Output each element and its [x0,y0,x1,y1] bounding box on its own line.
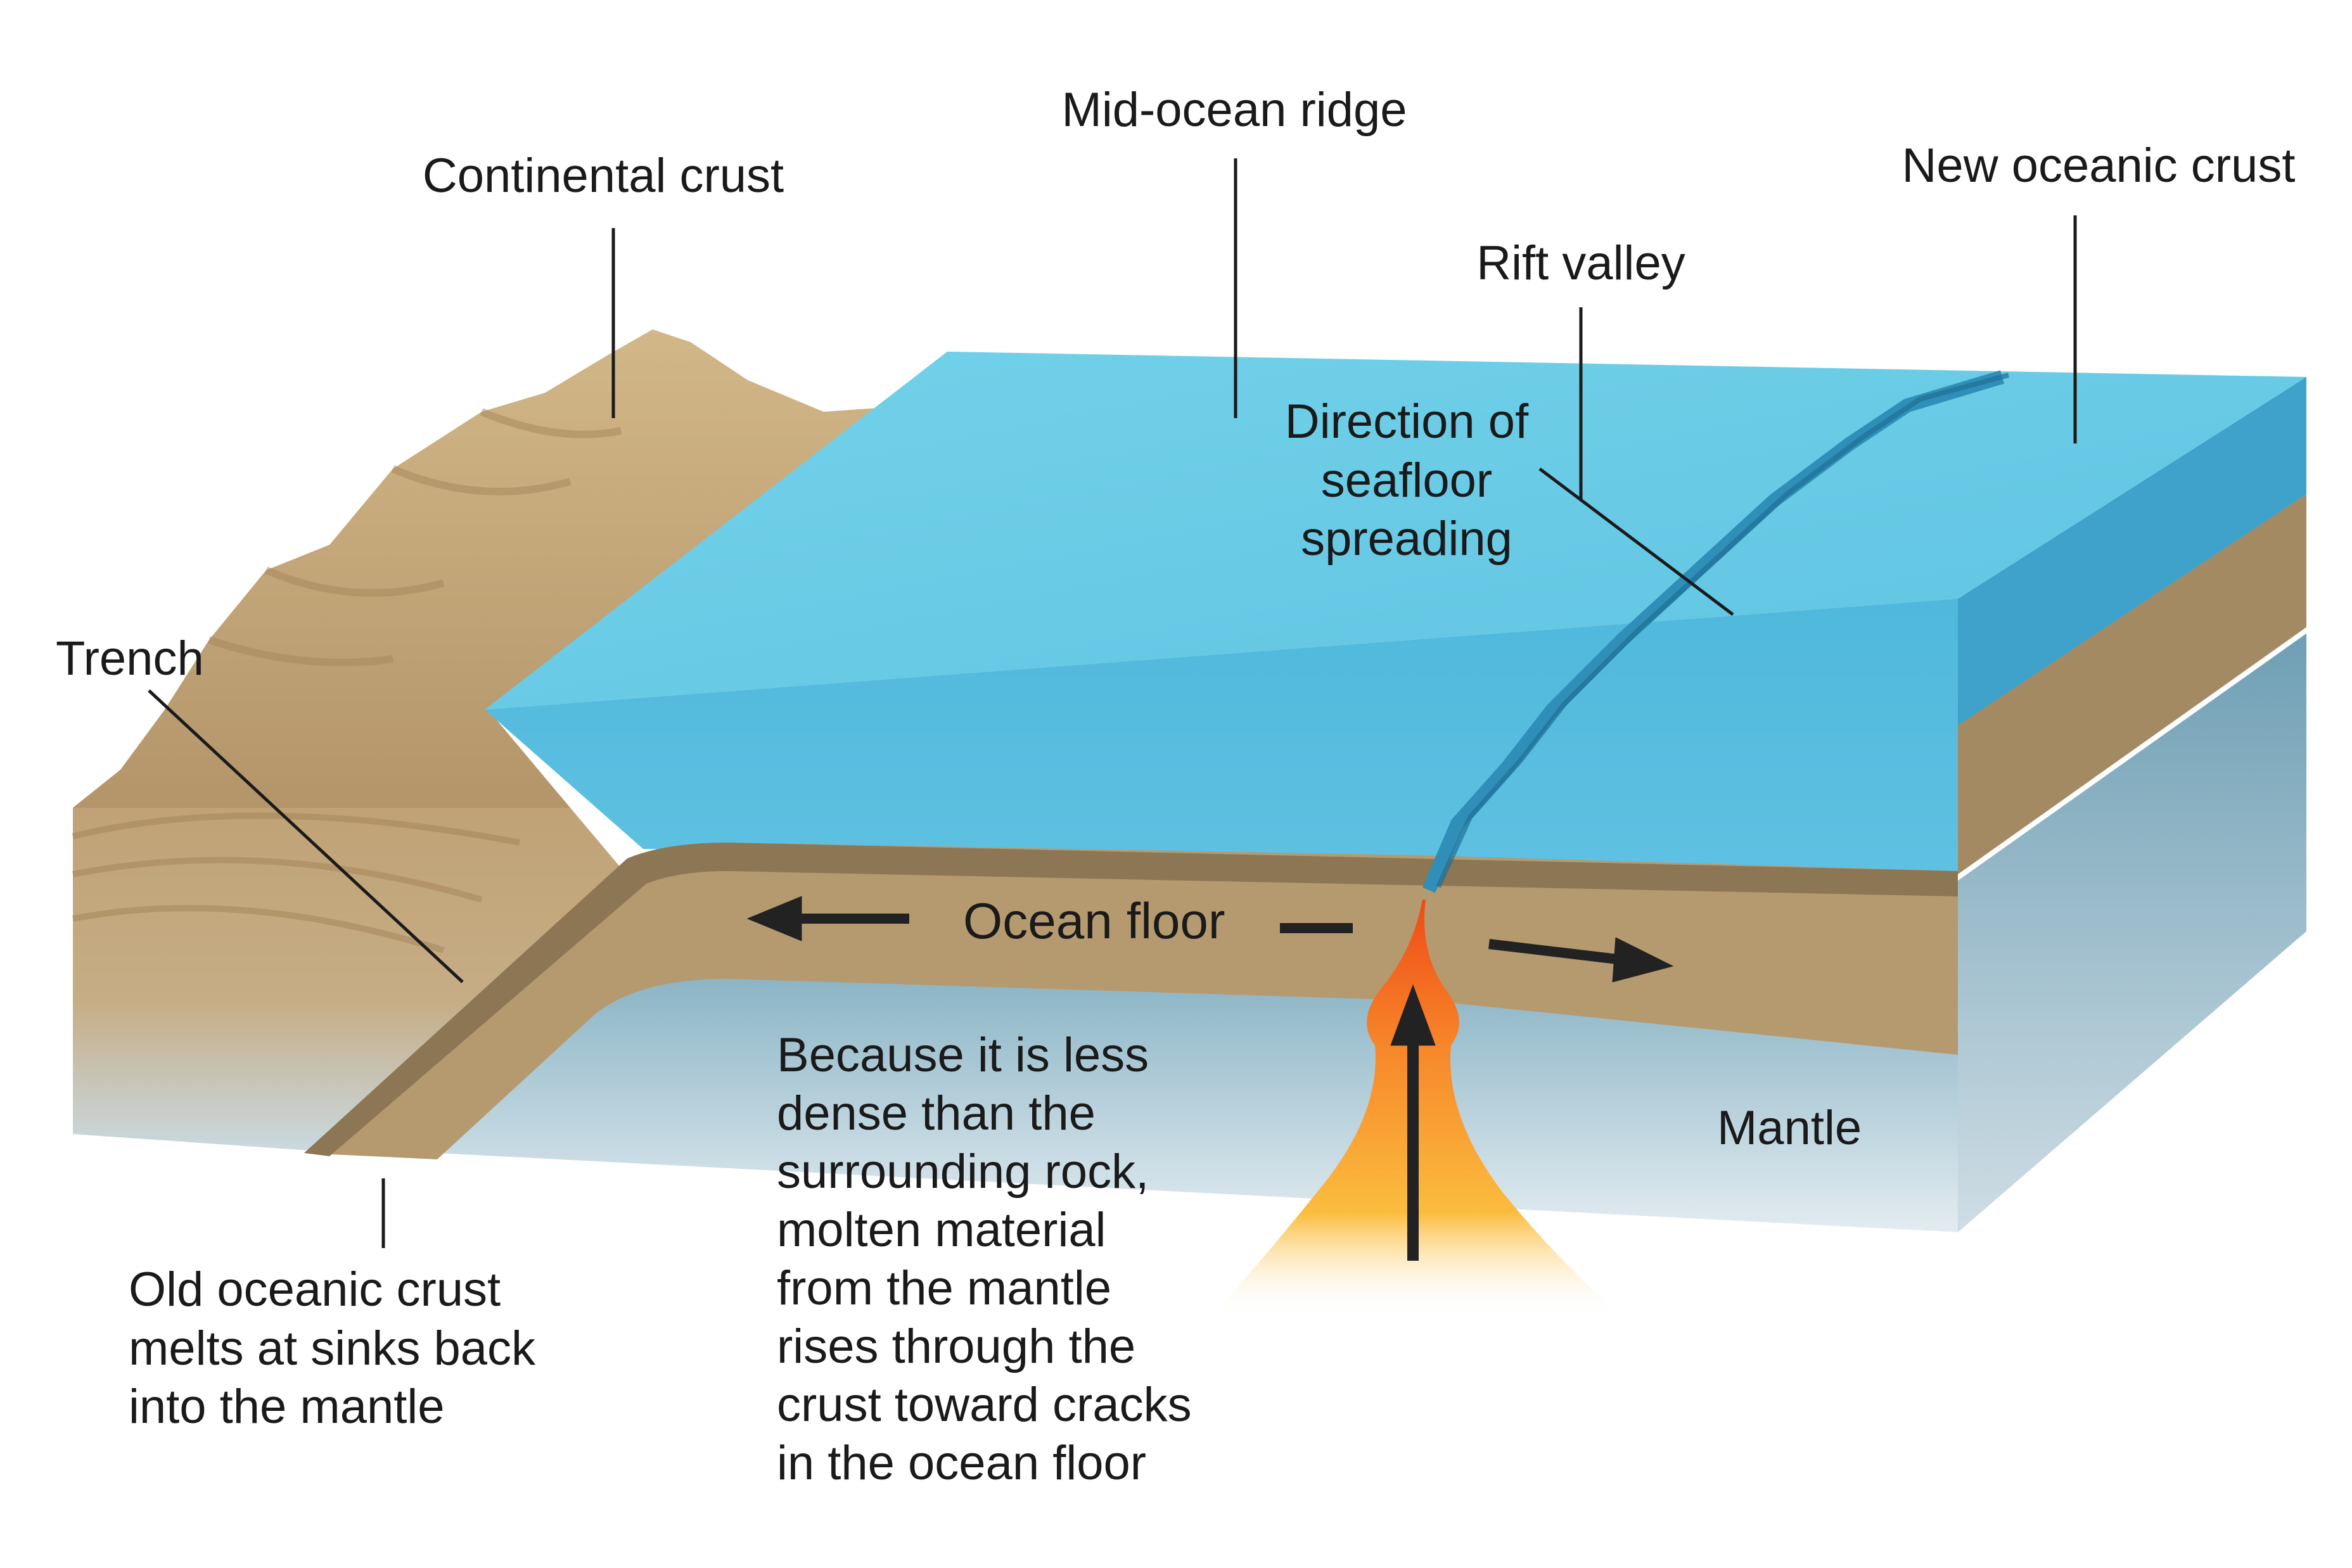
right-arrow-shaft [1488,939,1623,965]
label-rift-valley: Rift valley [1476,236,1685,290]
oceanic-crust-layer [304,843,1958,1159]
right-arrow-head [1612,937,1674,983]
leader-lines [148,158,2077,1248]
mantle-side-face [1958,634,2306,1232]
continental-mountains [73,329,912,808]
mountain-ridges [208,408,622,666]
label-mantle: Mantle [1717,1101,1862,1155]
rift-valley-crack-shadow [1436,373,2010,888]
up-arrow-head [1390,984,1436,1046]
label-continental-crust: Continental crust [422,149,784,203]
ocean-side-face [1958,377,2306,725]
leader-trench [148,689,464,983]
left-arrow-head [746,896,802,941]
oceanic-crust-top-band [304,843,1958,1156]
leader-rift-diagonal [1538,468,1734,616]
label-direction-of-seafloor-spreading: Direction of seafloor spreading [1284,395,1529,566]
crust-side-face [1958,494,2306,874]
spreading-arrows [746,896,1674,1261]
label-mid-ocean-ridge: Mid-ocean ridge [1061,83,1407,137]
label-ocean-floor: Ocean floor [963,893,1225,949]
label-old-oceanic-crust: Old oceanic crust melts at sinks back in… [129,1263,535,1434]
label-new-oceanic-crust: New oceanic crust [1901,139,2296,193]
label-molten-material: Because it is less dense than the surrou… [777,1028,1192,1490]
label-trench: Trench [56,632,204,685]
continent-strata [72,812,520,953]
